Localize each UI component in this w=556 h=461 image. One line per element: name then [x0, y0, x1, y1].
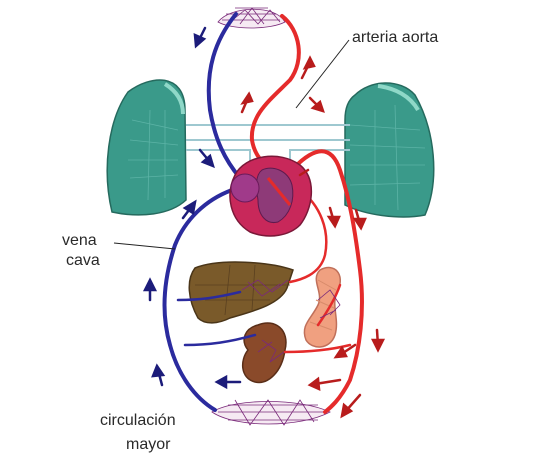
intestine — [303, 266, 341, 348]
arrow-icon — [340, 402, 354, 419]
arrow-icon — [151, 363, 166, 378]
arrow-icon — [142, 277, 158, 292]
label-circulacion-mayor-line1: circulación — [100, 412, 176, 429]
label-vena-cava-line1: vena — [62, 232, 97, 249]
arrow-icon — [200, 153, 215, 169]
heart — [229, 155, 313, 237]
arterial-flow-arrows — [240, 55, 386, 419]
lower-capillary-bed — [211, 399, 331, 426]
arrow-icon — [298, 168, 310, 177]
arrow-icon — [370, 338, 386, 353]
arrow-icon — [182, 199, 197, 216]
label-leader-lines — [113, 39, 350, 250]
arrow-icon — [310, 99, 325, 113]
kidney — [241, 322, 287, 384]
arrow-icon — [307, 376, 321, 392]
venous-flow-arrows — [142, 26, 242, 390]
left-lung — [106, 79, 187, 216]
arrow-icon — [193, 32, 207, 49]
label-circulacion-mayor-line2: mayor — [126, 436, 171, 453]
right-lung — [344, 82, 435, 218]
arrow-icon — [240, 91, 254, 105]
liver — [188, 261, 294, 324]
arrow-icon — [326, 215, 341, 229]
organ-capillaries — [241, 279, 341, 363]
arrow-icon — [302, 55, 316, 70]
vena-cava — [162, 12, 257, 412]
label-vena-cava-line2: cava — [66, 252, 100, 269]
arrow-icon — [214, 374, 228, 390]
label-arteria-aorta: arteria aorta — [352, 29, 439, 46]
arrow-icon — [352, 217, 367, 231]
arrow-icon — [333, 345, 348, 359]
